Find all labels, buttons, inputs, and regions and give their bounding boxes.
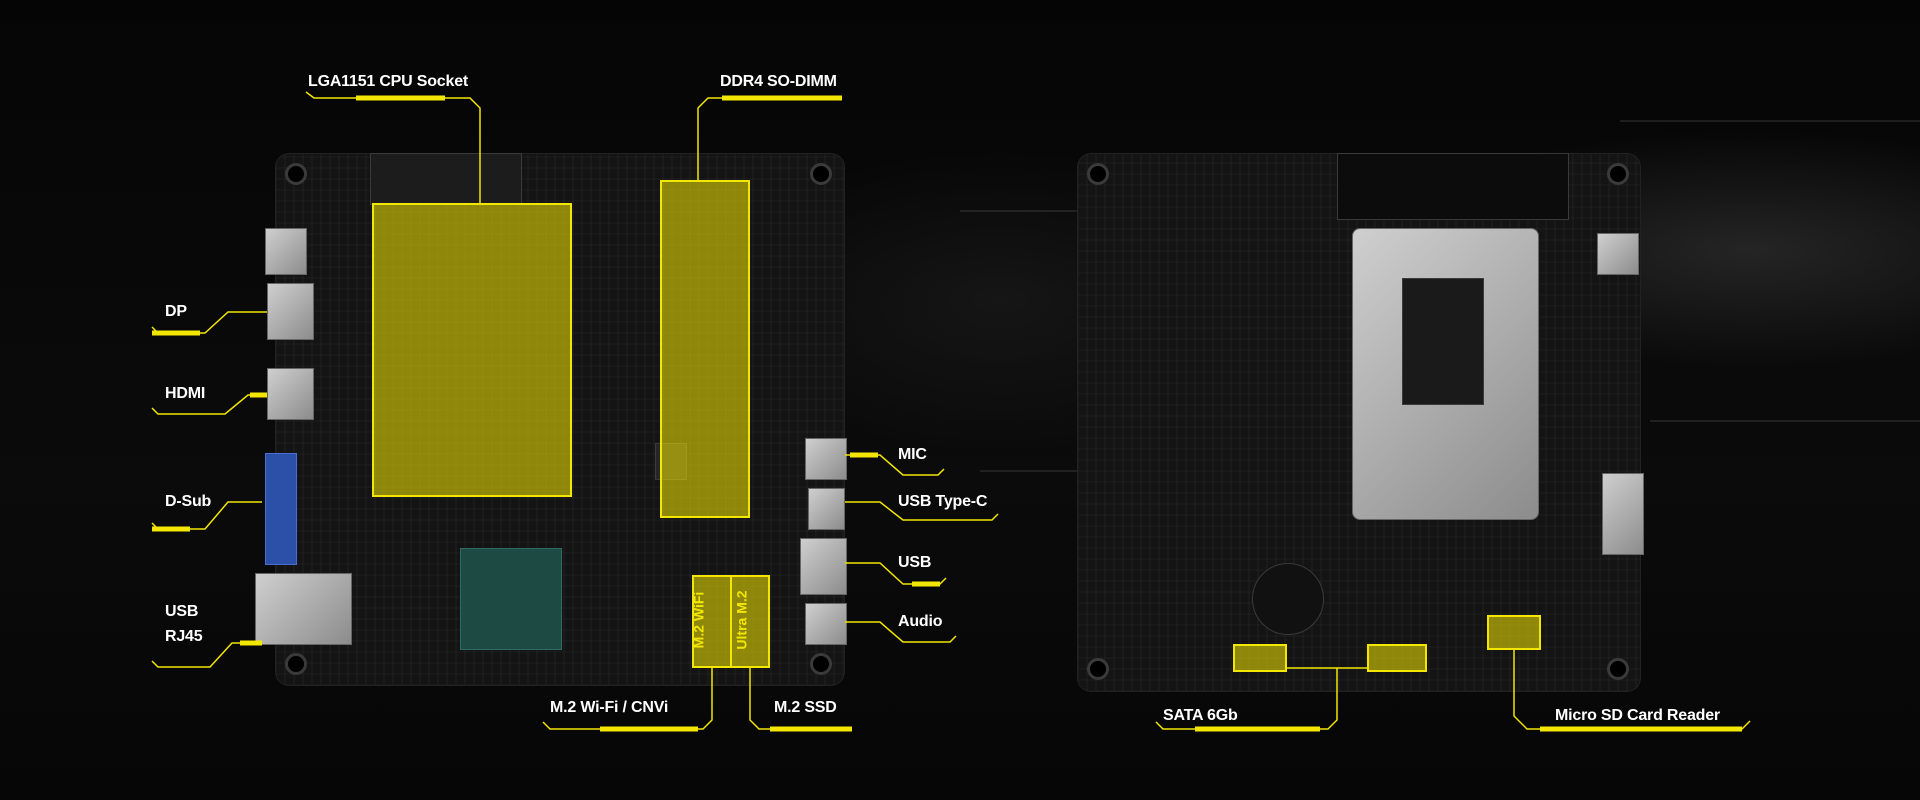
- audio-jack: [805, 603, 847, 645]
- mount-hole: [810, 163, 832, 185]
- microsd-highlight: [1487, 615, 1541, 650]
- label-usb-rj45-line1: USB: [165, 603, 199, 620]
- usb-port: [800, 538, 847, 595]
- hdmi-port: [267, 368, 314, 420]
- label-usb: USB: [898, 554, 932, 571]
- label-mic: MIC: [898, 446, 927, 463]
- rear-heatsink: [1337, 153, 1569, 220]
- m2-wifi-slot-print: M.2 WiFi: [690, 591, 707, 649]
- background-streak: [980, 470, 1080, 472]
- mount-hole: [1607, 163, 1629, 185]
- background-streak: [1620, 120, 1920, 122]
- dp-port: [267, 283, 314, 340]
- usb-c-port: [808, 488, 845, 530]
- mount-hole: [1087, 163, 1109, 185]
- sata1-highlight: [1367, 644, 1427, 672]
- mount-hole: [1607, 658, 1629, 680]
- mic-jack: [805, 438, 847, 480]
- label-hdmi: HDMI: [165, 385, 206, 402]
- mount-hole: [285, 653, 307, 675]
- vga-port-rear: [1602, 473, 1644, 555]
- label-usb-type-c: USB Type-C: [898, 493, 988, 510]
- mount-hole: [810, 653, 832, 675]
- back-motherboard: [1077, 153, 1644, 692]
- label-ddr4-sodimm: DDR4 SO-DIMM: [720, 73, 837, 90]
- label-cpu-socket: LGA1151 CPU Socket: [308, 73, 469, 90]
- mount-hole: [1087, 658, 1109, 680]
- label-m2-ssd: M.2 SSD: [774, 699, 837, 716]
- cpu-socket-highlight: [372, 203, 572, 497]
- leader-accents: [152, 95, 1742, 732]
- label-sata: SATA 6Gb: [1163, 707, 1238, 724]
- chipset: [460, 548, 562, 650]
- sata2-highlight: [1233, 644, 1287, 672]
- rj45-usb-port: [255, 573, 352, 645]
- dimm-highlight: [660, 180, 750, 518]
- vga-port: [265, 453, 297, 565]
- label-usb-rj45-line2: RJ45: [165, 628, 203, 645]
- label-audio: Audio: [898, 613, 943, 630]
- power-connector: [1597, 233, 1639, 275]
- background-streak: [1650, 420, 1920, 422]
- backplate-window: [1402, 278, 1484, 405]
- label-micro-sd: Micro SD Card Reader: [1555, 707, 1720, 724]
- ultra-m2-slot-print: Ultra M.2: [733, 590, 750, 650]
- leader-lines: [151, 91, 1751, 730]
- mount-hole: [285, 163, 307, 185]
- label-m2-wifi: M.2 Wi-Fi / CNVi: [550, 699, 669, 716]
- m2-ssd-highlight: [730, 575, 770, 668]
- label-dp: DP: [165, 303, 187, 320]
- label-dsub: D-Sub: [165, 493, 212, 510]
- cmos-battery: [1252, 563, 1324, 635]
- usb-c-port-rear: [265, 228, 307, 275]
